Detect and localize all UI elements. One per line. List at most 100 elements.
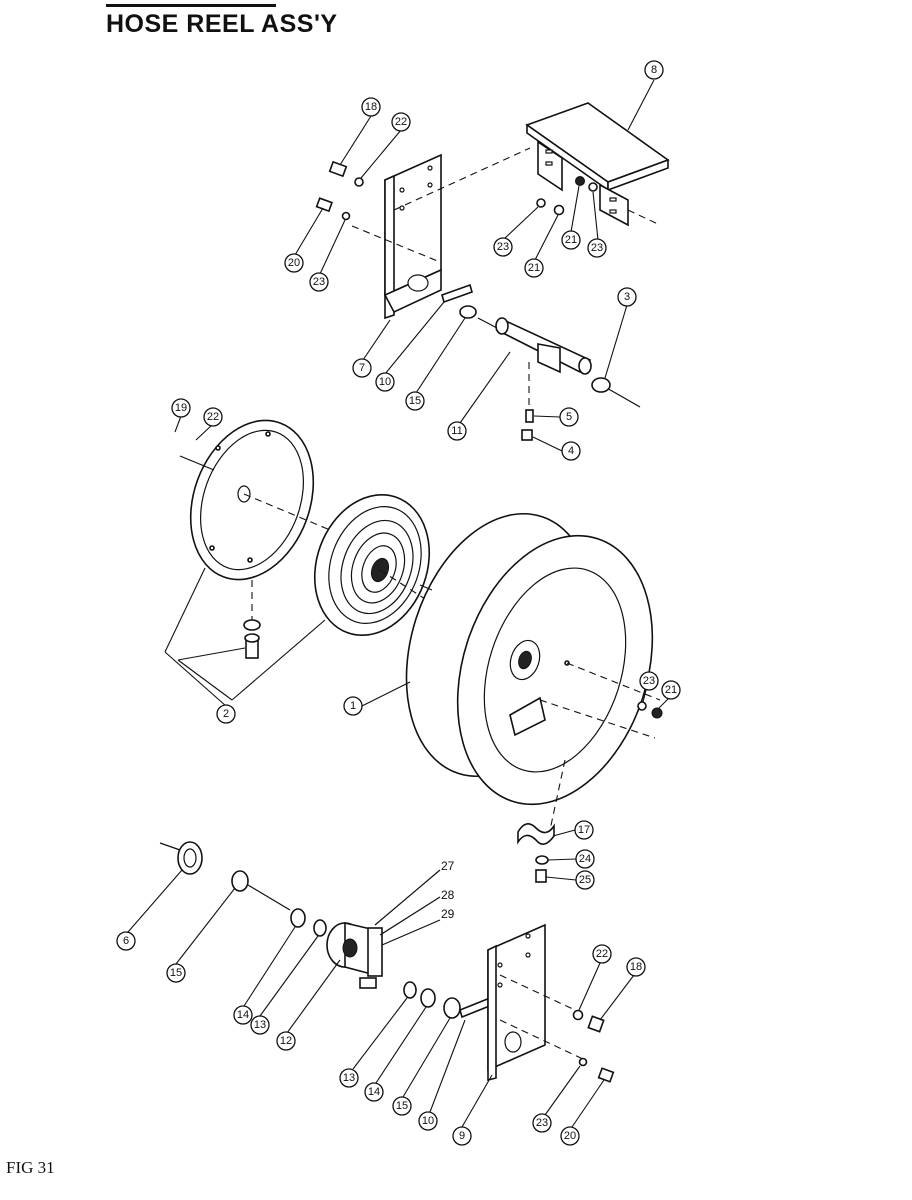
callout-20: 20: [560, 1126, 580, 1146]
svg-text:24: 24: [579, 853, 591, 865]
label-27: 27: [441, 859, 455, 873]
svg-text:18: 18: [365, 101, 377, 113]
pins: [521, 362, 534, 441]
label-28: 28: [441, 888, 455, 902]
callout-17: 17: [574, 820, 594, 840]
svg-text:15: 15: [409, 395, 421, 407]
leader-lines: [127, 79, 669, 1128]
label-29: 29: [441, 907, 455, 921]
hose-clamp-parts: [517, 823, 555, 883]
callout-18: 18: [361, 97, 381, 117]
callout-10: 10: [375, 372, 395, 392]
svg-text:14: 14: [237, 1009, 249, 1021]
callout-5: 5: [559, 407, 579, 427]
svg-text:22: 22: [596, 948, 608, 960]
mounting-plate: [525, 102, 670, 227]
svg-text:21: 21: [665, 684, 677, 696]
svg-text:23: 23: [591, 242, 603, 254]
hub-collar: [326, 869, 441, 989]
reel-drum: [405, 512, 661, 831]
callout-25: 25: [575, 870, 595, 890]
svg-text:20: 20: [288, 257, 300, 269]
plain-labels: 27 28 29: [441, 859, 455, 921]
svg-text:22: 22: [207, 411, 219, 423]
svg-text:1: 1: [350, 700, 356, 712]
svg-text:15: 15: [170, 967, 182, 979]
cover-bolts: [243, 580, 261, 659]
page-title: HOSE REEL ASS'Y: [106, 10, 338, 38]
callout-1: 1: [343, 696, 363, 716]
svg-text:23: 23: [643, 675, 655, 687]
svg-text:17: 17: [578, 824, 590, 836]
svg-text:11: 11: [451, 425, 462, 437]
callout-9: 9: [452, 1126, 472, 1146]
bearing: [159, 841, 327, 937]
callout-12: 12: [276, 1031, 296, 1051]
svg-text:23: 23: [536, 1117, 548, 1129]
callout-11: 11: [447, 421, 467, 441]
callout-20: 20: [284, 253, 304, 273]
top-hardware: [315, 160, 598, 319]
callout-7: 7: [352, 358, 372, 378]
svg-text:2: 2: [223, 708, 229, 720]
drum-nuts: [637, 701, 663, 719]
callout-15: 15: [405, 391, 425, 411]
callout-23: 23: [587, 238, 607, 258]
svg-text:25: 25: [579, 874, 591, 886]
svg-text:6: 6: [123, 935, 129, 947]
figure-label: FIG 31: [6, 1158, 55, 1177]
callout-13: 13: [250, 1015, 270, 1035]
lower-bracket: [487, 923, 615, 1083]
callout-15: 15: [392, 1096, 412, 1116]
svg-text:10: 10: [379, 376, 391, 388]
callout-19: 19: [171, 398, 191, 418]
svg-text:7: 7: [359, 362, 365, 374]
lower-washers: [403, 981, 493, 1019]
svg-text:21: 21: [528, 262, 540, 274]
callout-14: 14: [364, 1082, 384, 1102]
callout-6: 6: [116, 931, 136, 951]
callout-10: 10: [418, 1111, 438, 1131]
title-overline: [106, 0, 276, 7]
svg-text:15: 15: [396, 1100, 408, 1112]
svg-text:4: 4: [568, 445, 574, 457]
callouts: 8 18 22 20 23 23 21 21 23 7 10 15 3 11 5…: [116, 60, 681, 1146]
svg-text:3: 3: [624, 291, 630, 303]
callout-22: 22: [592, 944, 612, 964]
callout-22: 22: [203, 407, 223, 427]
callout-21: 21: [561, 230, 581, 250]
svg-text:22: 22: [395, 116, 407, 128]
callout-23: 23: [639, 671, 659, 691]
shaft: [477, 317, 641, 408]
callout-13: 13: [339, 1068, 359, 1088]
callout-14: 14: [233, 1005, 253, 1025]
side-cover-ring: [179, 419, 331, 581]
svg-text:18: 18: [630, 961, 642, 973]
svg-text:12: 12: [280, 1035, 292, 1047]
svg-text:9: 9: [459, 1130, 465, 1142]
callout-23: 23: [532, 1113, 552, 1133]
svg-text:19: 19: [175, 402, 187, 414]
upper-bracket: [351, 147, 531, 320]
svg-text:23: 23: [497, 241, 509, 253]
callout-23: 23: [493, 237, 513, 257]
callout-23: 23: [309, 272, 329, 292]
svg-text:20: 20: [564, 1130, 576, 1142]
callout-15: 15: [166, 963, 186, 983]
callout-21: 21: [524, 258, 544, 278]
callout-2: 2: [216, 704, 236, 724]
callout-3: 3: [617, 287, 637, 307]
callout-21: 21: [661, 680, 681, 700]
svg-text:8: 8: [651, 64, 657, 76]
spiral-spring: [313, 493, 521, 661]
svg-text:14: 14: [368, 1086, 380, 1098]
svg-text:13: 13: [254, 1019, 266, 1031]
svg-text:5: 5: [566, 411, 572, 423]
callout-24: 24: [575, 849, 595, 869]
svg-text:23: 23: [313, 276, 325, 288]
svg-text:10: 10: [422, 1115, 434, 1127]
callout-18: 18: [626, 957, 646, 977]
callout-4: 4: [561, 441, 581, 461]
callout-8: 8: [644, 60, 664, 80]
